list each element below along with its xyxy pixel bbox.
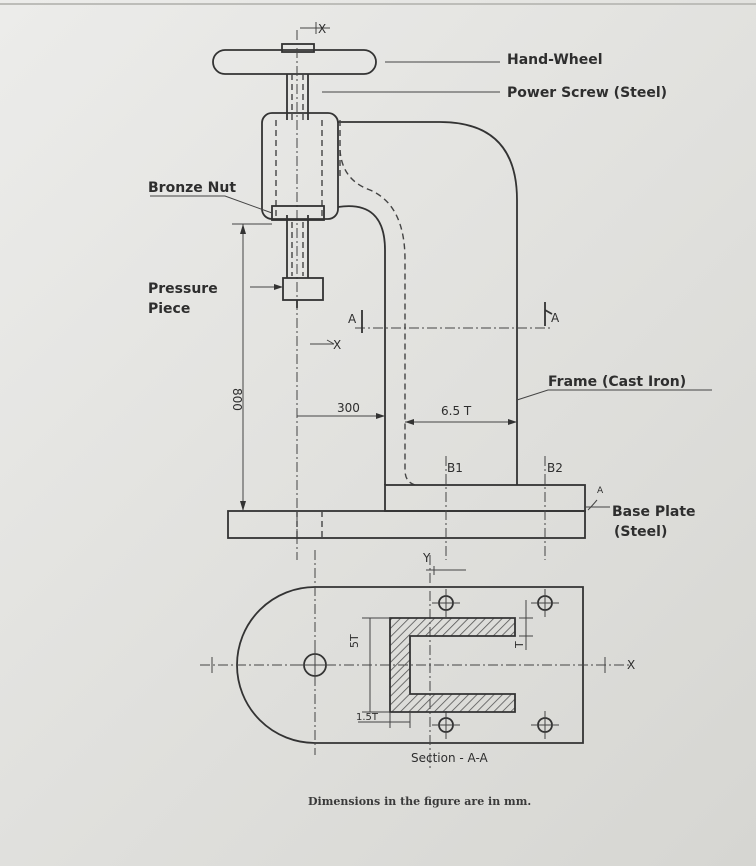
dim-1.5t: 1.5T bbox=[356, 712, 379, 723]
base-plate bbox=[227, 510, 586, 539]
pressure-piece bbox=[282, 277, 324, 308]
dimension-800 bbox=[232, 223, 272, 511]
label-bronze-nut: Bronze Nut bbox=[148, 180, 236, 196]
base-plan-view bbox=[200, 550, 630, 770]
power-screw bbox=[286, 30, 309, 560]
marker-a-left: A bbox=[348, 312, 357, 326]
marker-b1: B1 bbox=[447, 461, 463, 475]
leaders bbox=[150, 61, 712, 511]
dimension-t bbox=[519, 600, 533, 650]
label-pressure-piece-1: Pressure bbox=[148, 281, 218, 297]
marker-x-right: X bbox=[627, 658, 635, 672]
base-block bbox=[384, 484, 586, 512]
c-section bbox=[389, 617, 516, 713]
caption: Dimensions in the figure are in mm. bbox=[308, 795, 531, 808]
bronze-nut bbox=[271, 205, 325, 221]
marker-b2: B2 bbox=[547, 461, 563, 475]
marker-x-top: X bbox=[318, 22, 326, 36]
label-power-screw: Power Screw (Steel) bbox=[507, 85, 667, 101]
marker-x-mid: X bbox=[333, 338, 341, 352]
dimension-5t bbox=[362, 617, 390, 713]
dimension-1.5t bbox=[358, 712, 411, 728]
dim-t: T bbox=[513, 641, 526, 649]
dimension-300 bbox=[297, 413, 385, 419]
label-frame: Frame (Cast Iron) bbox=[548, 374, 686, 390]
label-hand-wheel: Hand-Wheel bbox=[507, 52, 603, 68]
dim-6.5t: 6.5 T bbox=[441, 404, 472, 418]
dim-800: 800 bbox=[230, 388, 244, 411]
dim-5t: 5T bbox=[348, 634, 361, 648]
marker-y: Y bbox=[422, 551, 431, 565]
section-title: Section - A-A bbox=[411, 751, 489, 765]
label-pressure-piece-2: Piece bbox=[148, 301, 190, 317]
dimension-6.5t bbox=[405, 419, 517, 425]
hand-wheel bbox=[212, 43, 377, 75]
label-base-plate-1: Base Plate bbox=[612, 504, 696, 520]
marker-a-base: A bbox=[597, 486, 604, 496]
marker-a-right: A bbox=[551, 311, 560, 325]
dim-300: 300 bbox=[337, 401, 360, 415]
label-base-plate-2: (Steel) bbox=[614, 524, 667, 540]
bolt-holes bbox=[432, 589, 559, 739]
frame bbox=[261, 112, 518, 486]
